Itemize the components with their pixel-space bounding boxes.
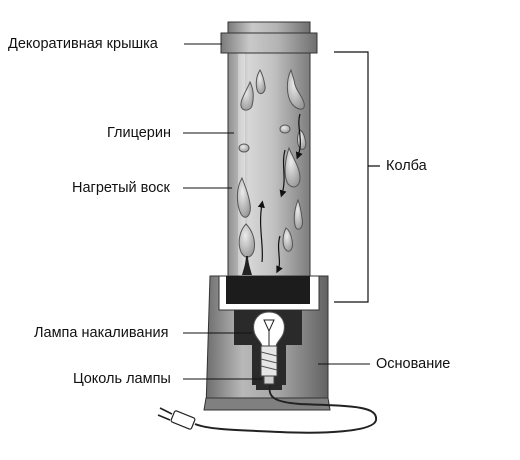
label-incandescent-bulb: Лампа накаливания	[34, 325, 169, 341]
wax-blobs	[236, 68, 307, 258]
wax-pool	[226, 276, 310, 304]
label-base: Основание	[376, 356, 451, 372]
label-bulb-socket: Цоколь лампы	[73, 371, 171, 387]
label-flask: Колба	[386, 158, 427, 174]
wax-neck	[242, 256, 252, 275]
cord-plug-icon	[157, 384, 378, 434]
decorative-cap	[220, 21, 318, 54]
label-glycerin: Глицерин	[107, 125, 171, 141]
flask-bracket	[334, 51, 380, 303]
leader-lines	[183, 43, 370, 380]
bulb-socket	[260, 345, 278, 385]
convection-arrow-icon	[257, 113, 303, 274]
label-decorative-cap: Декоративная крышка	[8, 36, 158, 52]
label-heated-wax: Нагретый воск	[72, 180, 170, 196]
